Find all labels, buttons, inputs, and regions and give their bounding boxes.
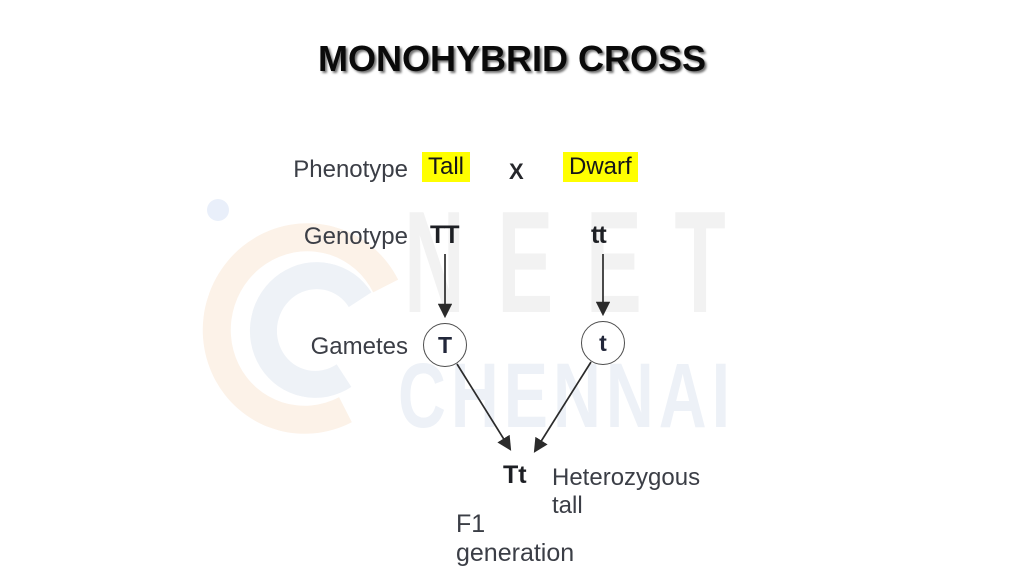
gametes-label: Gametes [310,333,408,360]
phenotype-label: Phenotype [293,156,408,183]
cross-symbol: X [509,159,524,184]
genotype-label: Genotype [303,223,408,250]
f1-generation-label: F1 generation [456,510,575,567]
phenotype-parent2-dwarf: Dwarf [563,152,638,182]
arrow-gamete2-to-offspring [533,361,592,453]
gamete-allele-t: t [599,329,607,356]
offspring-description: Heterozygous tall [552,464,701,519]
genotype-parent2: tt [591,221,607,249]
page-title: MONOHYBRID CROSS [317,38,707,79]
gamete-circle-T: T [423,323,467,367]
phenotype-parent1-tall: Tall [422,152,471,182]
offspring-genotype: Tt [503,461,527,489]
gamete-allele-T: T [437,331,453,358]
gamete-circle-t: t [581,321,625,365]
genotype-parent1: TT [430,221,460,249]
arrow-gamete1-to-offspring [456,363,512,451]
